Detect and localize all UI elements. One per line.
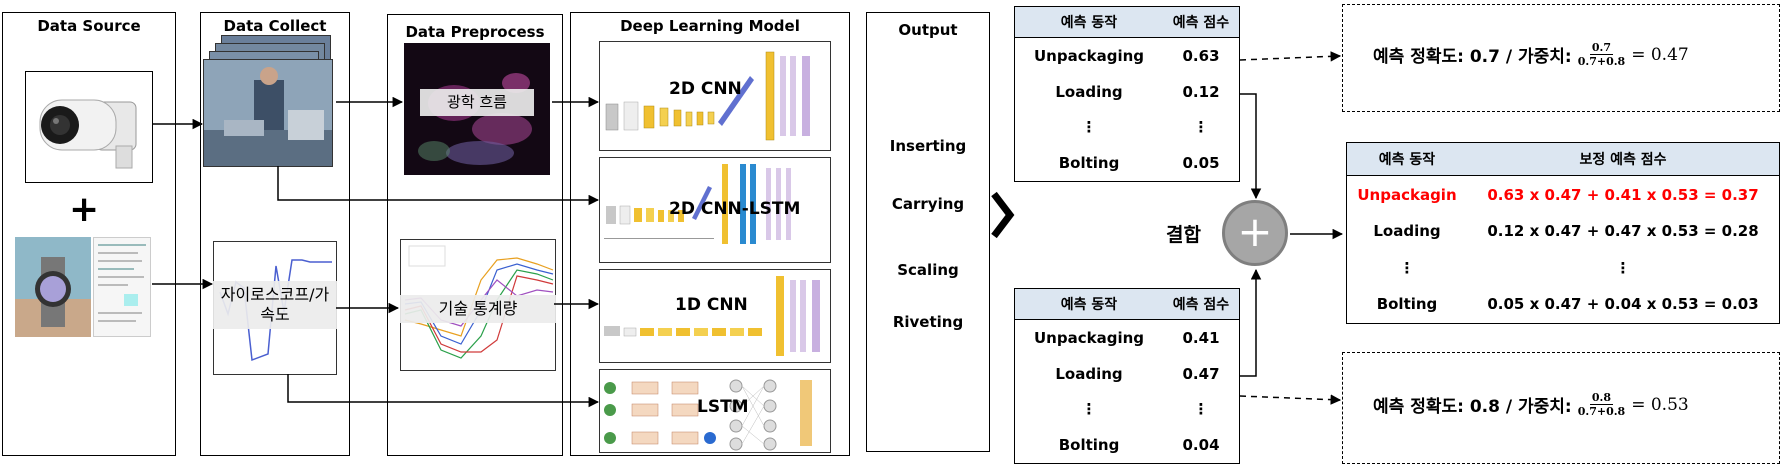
output-panel: Output Inserting Carrying Scaling Riveti…: [866, 12, 990, 452]
table-cell: 0.04: [1182, 435, 1220, 454]
weight-result: = 0.47: [1631, 44, 1689, 65]
data-source-title: Data Source: [37, 17, 141, 35]
table-cell: 0.47: [1182, 364, 1220, 383]
table-cell: Unpackagin: [1357, 185, 1457, 204]
fraction-denominator: 0.7+0.8: [1577, 55, 1626, 68]
model-1d-cnn-box: [599, 269, 831, 363]
smartwatch-image: [15, 237, 91, 337]
deep-learning-model-panel: Deep Learning Model 2D CNN: [570, 12, 850, 456]
table-cell: Loading: [1373, 222, 1441, 241]
fraction-numerator: 0.8: [1589, 391, 1614, 405]
table-cell: ⋮: [1081, 400, 1097, 419]
chevron-right-icon: [991, 191, 1015, 239]
table-header: 보정 예측 점수: [1467, 142, 1780, 176]
table-cell: Loading: [1055, 364, 1123, 383]
app-screenshot-image: [93, 237, 151, 337]
table-cell: 0.63 x 0.47 + 0.41 x 0.53 = 0.37: [1487, 185, 1759, 204]
descriptive-stats-label: 기술 통계량: [400, 295, 556, 323]
table-cell: ⋮: [1193, 400, 1209, 419]
data-collect-title: Data Collect: [223, 17, 327, 35]
weight-prefix: 예측 정확도: 0.8 / 가중치:: [1373, 397, 1572, 417]
gyroscope-label: 자이로스코프/가속도: [213, 281, 337, 329]
table-cell: Unpackaging: [1034, 46, 1145, 65]
output-item-scaling: Scaling: [897, 261, 959, 279]
data-preprocess-title: Data Preprocess: [405, 23, 545, 41]
table-cell: 0.05: [1182, 153, 1220, 172]
model-lstm-box: [599, 369, 831, 453]
model-2d-cnn-box: [599, 41, 831, 151]
model-2d-cnn-lstm-box: [599, 157, 831, 263]
table-cell: Bolting: [1058, 435, 1120, 454]
model-lstm-label: LSTM: [697, 397, 749, 417]
table-cell: ⋮: [1193, 118, 1209, 137]
table-header: 예측 동작: [1346, 142, 1467, 176]
table-cell: Bolting: [1376, 295, 1438, 314]
table-cell: 0.41: [1182, 328, 1220, 347]
table-cell: 0.05 x 0.47 + 0.04 x 0.53 = 0.03: [1487, 295, 1759, 314]
output-item-inserting: Inserting: [889, 137, 967, 155]
table-cell: ⋮: [1615, 258, 1631, 277]
output-item-riveting: Riveting: [892, 313, 964, 331]
video-frame-front: [203, 59, 333, 167]
model-2d-cnn-label: 2D CNN: [669, 79, 742, 99]
table-cell: Bolting: [1058, 153, 1120, 172]
weight-prefix: 예측 정확도: 0.7 / 가중치:: [1373, 47, 1572, 67]
optical-flow-label: 광학 흐름: [420, 89, 534, 116]
table-cell: 0.12: [1182, 82, 1220, 101]
table-cell: ⋮: [1399, 258, 1415, 277]
output-title: Output: [898, 21, 958, 39]
table-header: 예측 동작: [1014, 6, 1164, 38]
data-source-panel: Data Source +: [2, 12, 176, 456]
model-2d-cnn-lstm-label: 2D CNN-LSTM: [669, 199, 801, 219]
weight-result: = 0.53: [1631, 394, 1689, 415]
fraction-denominator: 0.7+0.8: [1577, 405, 1626, 418]
model-1d-cnn-label: 1D CNN: [675, 295, 748, 315]
table-header: 예측 동작: [1014, 288, 1164, 320]
table-cell: Loading: [1055, 82, 1123, 101]
data-collect-panel: Data Collect 자이로스코프/가속도: [200, 12, 350, 456]
combine-label: 결합: [1166, 224, 1201, 246]
plus-sign: +: [69, 189, 100, 230]
camera-image: [25, 71, 153, 183]
table-cell: Unpackaging: [1034, 328, 1145, 347]
table-header: 예측 점수: [1163, 288, 1240, 320]
table-cell: 0.12 x 0.47 + 0.47 x 0.53 = 0.28: [1487, 222, 1759, 241]
deep-learning-model-title: Deep Learning Model: [620, 17, 800, 35]
table-cell: 0.63: [1182, 46, 1220, 65]
table-header: 예측 점수: [1163, 6, 1240, 38]
table-cell: ⋮: [1081, 118, 1097, 137]
output-item-carrying: Carrying: [891, 195, 965, 213]
data-preprocess-panel: Data Preprocess 광학 흐름 기술 통계량: [387, 14, 563, 456]
combine-plus-icon: +: [1222, 200, 1288, 266]
fraction-numerator: 0.7: [1589, 41, 1614, 55]
